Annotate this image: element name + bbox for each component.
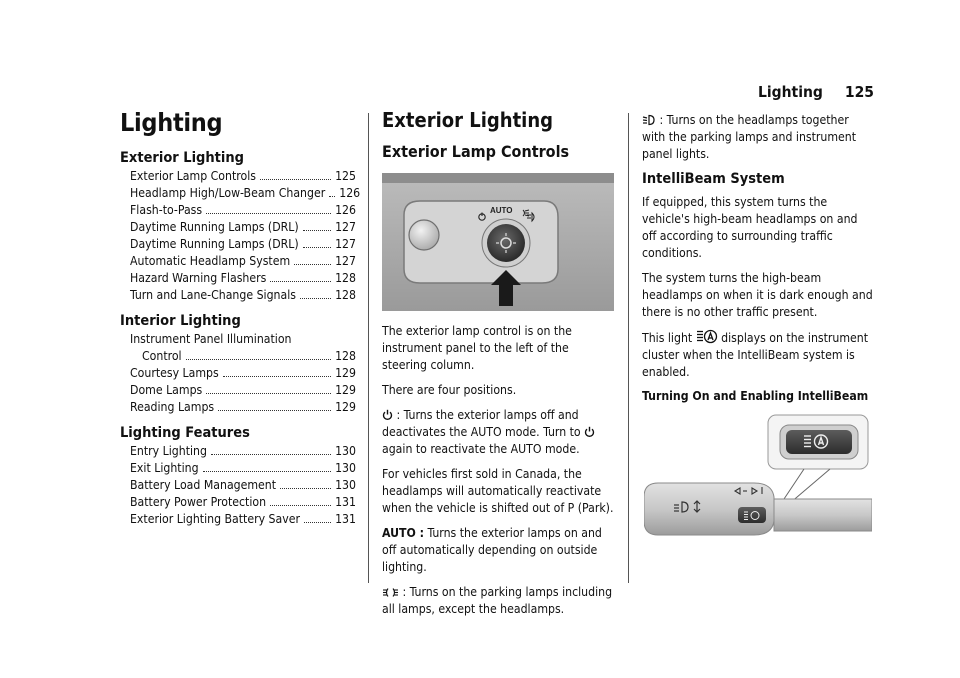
running-header: Lighting 125 xyxy=(758,83,874,101)
header-page-number: 125 xyxy=(844,83,874,101)
toc-title: Lighting xyxy=(120,108,223,137)
column-intellibeam: : Turns on the headlamps together with t… xyxy=(642,112,874,539)
headlamp-icon xyxy=(642,114,655,126)
power-off-icon xyxy=(584,426,595,438)
auto-label: AUTO xyxy=(490,206,513,215)
toc-section-interior: Interior Lighting Instrument Panel Illum… xyxy=(120,313,356,416)
intellibeam-icon xyxy=(696,329,717,344)
toc-section-title: Lighting Features xyxy=(120,425,250,441)
header-section-title: Lighting xyxy=(757,83,823,101)
subsection-title: Exterior Lamp Controls xyxy=(382,142,570,161)
pointer-arrow xyxy=(491,270,521,306)
toc-entry[interactable]: Daytime Running Lamps (DRL)127 xyxy=(130,237,356,251)
toc-section-exterior: Exterior Lighting Exterior Lamp Controls… xyxy=(120,150,361,304)
power-off-icon xyxy=(382,409,393,421)
toc-section-title: Interior Lighting xyxy=(120,313,241,329)
intellibeam-button xyxy=(738,507,766,523)
toc-section-title: Exterior Lighting xyxy=(120,150,244,166)
turn-signal-stalk-illustration xyxy=(644,414,872,536)
light-sensor xyxy=(408,219,440,251)
subsection-title: IntelliBeam System xyxy=(642,171,785,187)
column-exterior-lighting: Exterior Lighting Exterior Lamp Controls… xyxy=(382,108,614,616)
toc-entry[interactable]: Daytime Running Lamps (DRL)127 xyxy=(130,220,356,234)
column-divider xyxy=(628,113,629,583)
parking-lamps-icon xyxy=(383,588,398,597)
procedure-heading: Turning On and Enabling IntelliBeam xyxy=(642,389,869,403)
toc-column: Lighting Exterior Lighting Exterior Lamp… xyxy=(120,108,361,537)
exterior-lamp-control-illustration: AUTO xyxy=(382,173,614,311)
column-divider xyxy=(368,113,369,583)
lamp-control-knob xyxy=(487,224,525,262)
section-title: Exterior Lighting xyxy=(382,108,554,132)
